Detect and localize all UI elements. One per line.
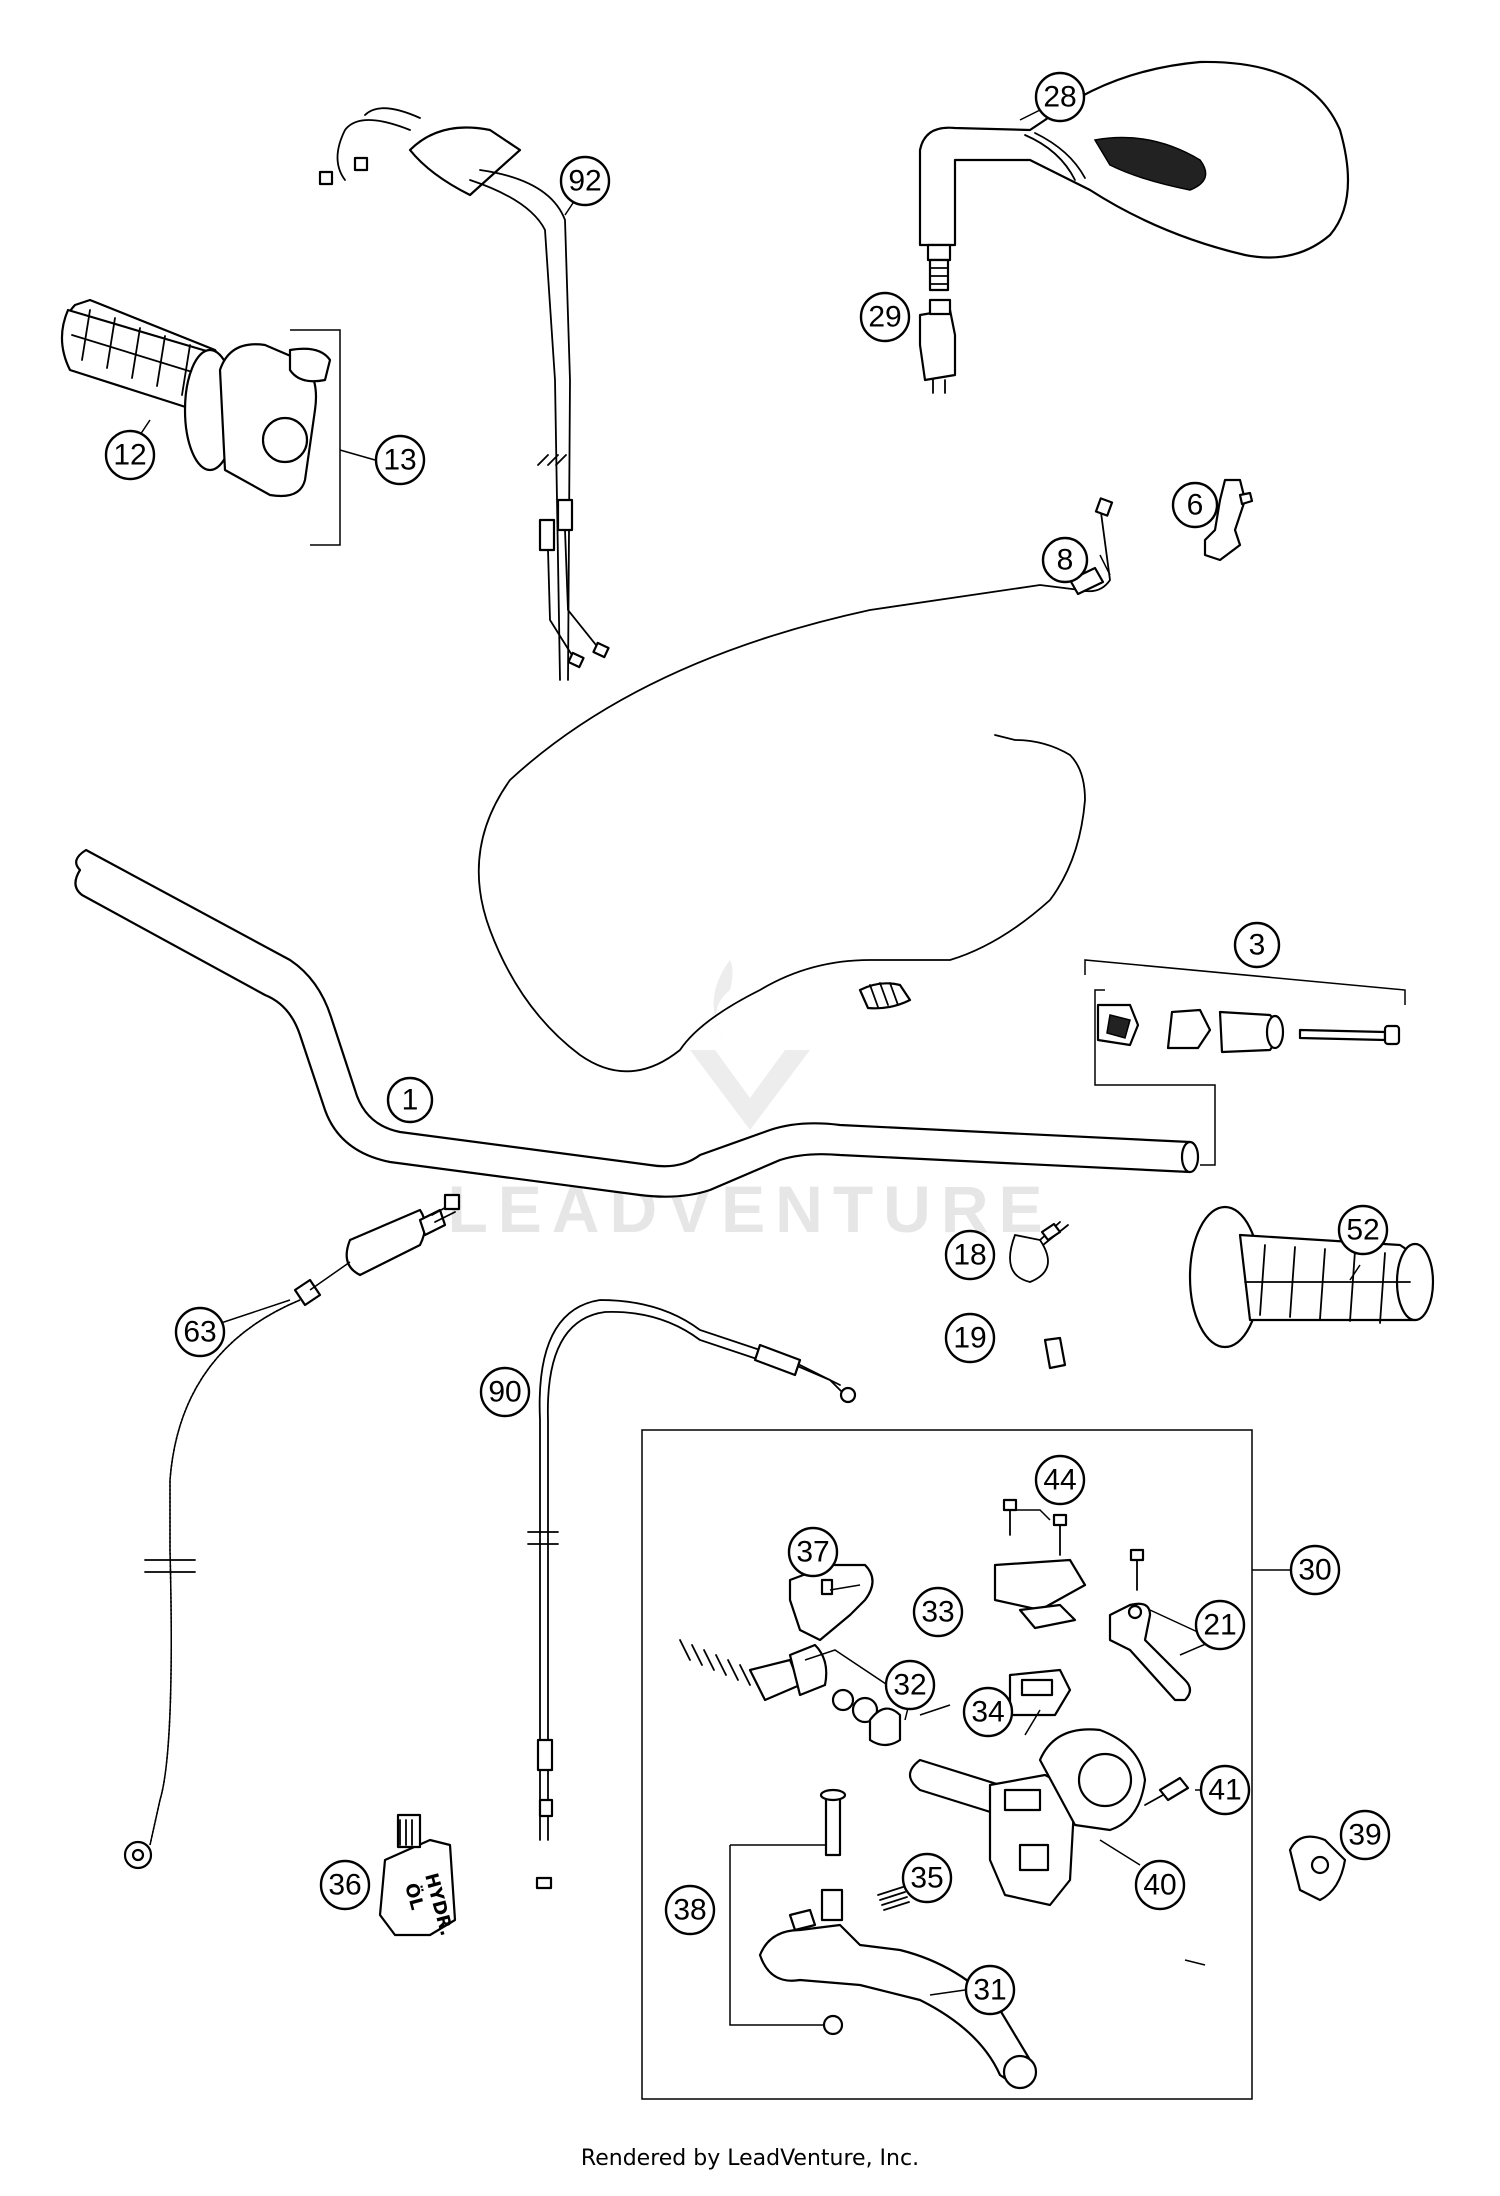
- sleeve-part: [1043, 1336, 1067, 1370]
- svg-text:12: 12: [113, 439, 146, 472]
- cable-90-part: [527, 1299, 857, 1890]
- callout-39: 39: [1339, 1809, 1391, 1861]
- svg-text:37: 37: [796, 1536, 829, 1569]
- svg-text:90: 90: [488, 1376, 521, 1409]
- svg-text:21: 21: [1203, 1609, 1236, 1642]
- svg-text:32: 32: [893, 1669, 926, 1702]
- svg-text:29: 29: [868, 301, 901, 334]
- svg-text:44: 44: [1043, 1464, 1076, 1497]
- svg-text:3: 3: [1249, 929, 1266, 962]
- callout-40: 40: [1134, 1859, 1186, 1911]
- svg-text:38: 38: [673, 1894, 706, 1927]
- bar-end-weight-part: [1084, 945, 1406, 1054]
- svg-text:52: 52: [1346, 1214, 1379, 1247]
- svg-text:39: 39: [1348, 1819, 1381, 1852]
- svg-text:18: 18: [953, 1239, 986, 1272]
- svg-text:92: 92: [568, 165, 601, 198]
- mirror-part: [918, 60, 1350, 394]
- clamp-6-part: [1203, 478, 1254, 562]
- callout-33: 33: [912, 1586, 964, 1638]
- left-grip-part: [1188, 1205, 1435, 1349]
- cable-tie-part: [1009, 1221, 1069, 1283]
- callout-52: 52: [1337, 1204, 1389, 1256]
- callout-90: 90: [479, 1366, 531, 1418]
- master-cylinder-assembly-box: [641, 1429, 1253, 2100]
- svg-text:40: 40: [1143, 1869, 1176, 1902]
- callout-34: 34: [962, 1686, 1014, 1738]
- callout-29: 29: [859, 291, 911, 343]
- svg-text:28: 28: [1043, 81, 1076, 114]
- callout-36: 36: [319, 1859, 371, 1911]
- callout-6: 6: [1171, 481, 1219, 529]
- svg-text:41: 41: [1208, 1774, 1241, 1807]
- svg-text:8: 8: [1057, 544, 1074, 577]
- svg-text:19: 19: [953, 1322, 986, 1355]
- callout-21: 21: [1194, 1599, 1246, 1651]
- svg-text:31: 31: [973, 1974, 1006, 2007]
- throttle-cable-part: [318, 107, 610, 681]
- callout-37: 37: [787, 1526, 839, 1578]
- callout-13: 13: [374, 434, 426, 486]
- watermark-text: LEADVENTURE: [447, 1172, 1052, 1246]
- bracket-39-part: [1288, 1835, 1347, 1902]
- handlebar-part: [74, 848, 1200, 1198]
- callout-28: 28: [1034, 71, 1086, 123]
- master-cylinder-internals: [679, 1498, 1192, 2090]
- svg-text:30: 30: [1298, 1554, 1331, 1587]
- callout-41: 41: [1199, 1764, 1251, 1816]
- callout-8: 8: [1041, 536, 1089, 584]
- hydraulic-line-part: [123, 1193, 461, 1870]
- svg-text:1: 1: [402, 1084, 419, 1117]
- throttle-grip-part: [60, 298, 341, 546]
- callout-35: 35: [901, 1852, 953, 1904]
- callout-44: 44: [1034, 1454, 1086, 1506]
- callout-30: 30: [1289, 1544, 1341, 1596]
- choke-cable-part: [477, 497, 1114, 1073]
- callout-38: 38: [664, 1884, 716, 1936]
- bar-end-bracket: [1094, 989, 1216, 1166]
- svg-text:6: 6: [1187, 489, 1204, 522]
- svg-text:34: 34: [971, 1696, 1004, 1729]
- callout-19: 19: [944, 1312, 996, 1364]
- svg-text:63: 63: [183, 1316, 216, 1349]
- svg-text:13: 13: [383, 444, 416, 477]
- callout-63: 63: [174, 1306, 226, 1358]
- callout-31: 31: [964, 1964, 1016, 2016]
- svg-text:35: 35: [910, 1862, 943, 1895]
- svg-text:36: 36: [328, 1869, 361, 1902]
- callout-92: 92: [559, 155, 611, 207]
- footer-credit: Rendered by LeadVenture, Inc.: [580, 2146, 920, 2171]
- callout-3: 3: [1233, 921, 1281, 969]
- oil-bottle-part: HYDR. ÖL: [378, 1813, 457, 1938]
- svg-text:33: 33: [921, 1596, 954, 1629]
- watermark: LEADVENTURE: [447, 960, 1052, 1246]
- callout-32: 32: [884, 1659, 936, 1711]
- callout-1: 1: [386, 1076, 434, 1124]
- callout-18: 18: [944, 1229, 996, 1281]
- callout-12: 12: [104, 429, 156, 481]
